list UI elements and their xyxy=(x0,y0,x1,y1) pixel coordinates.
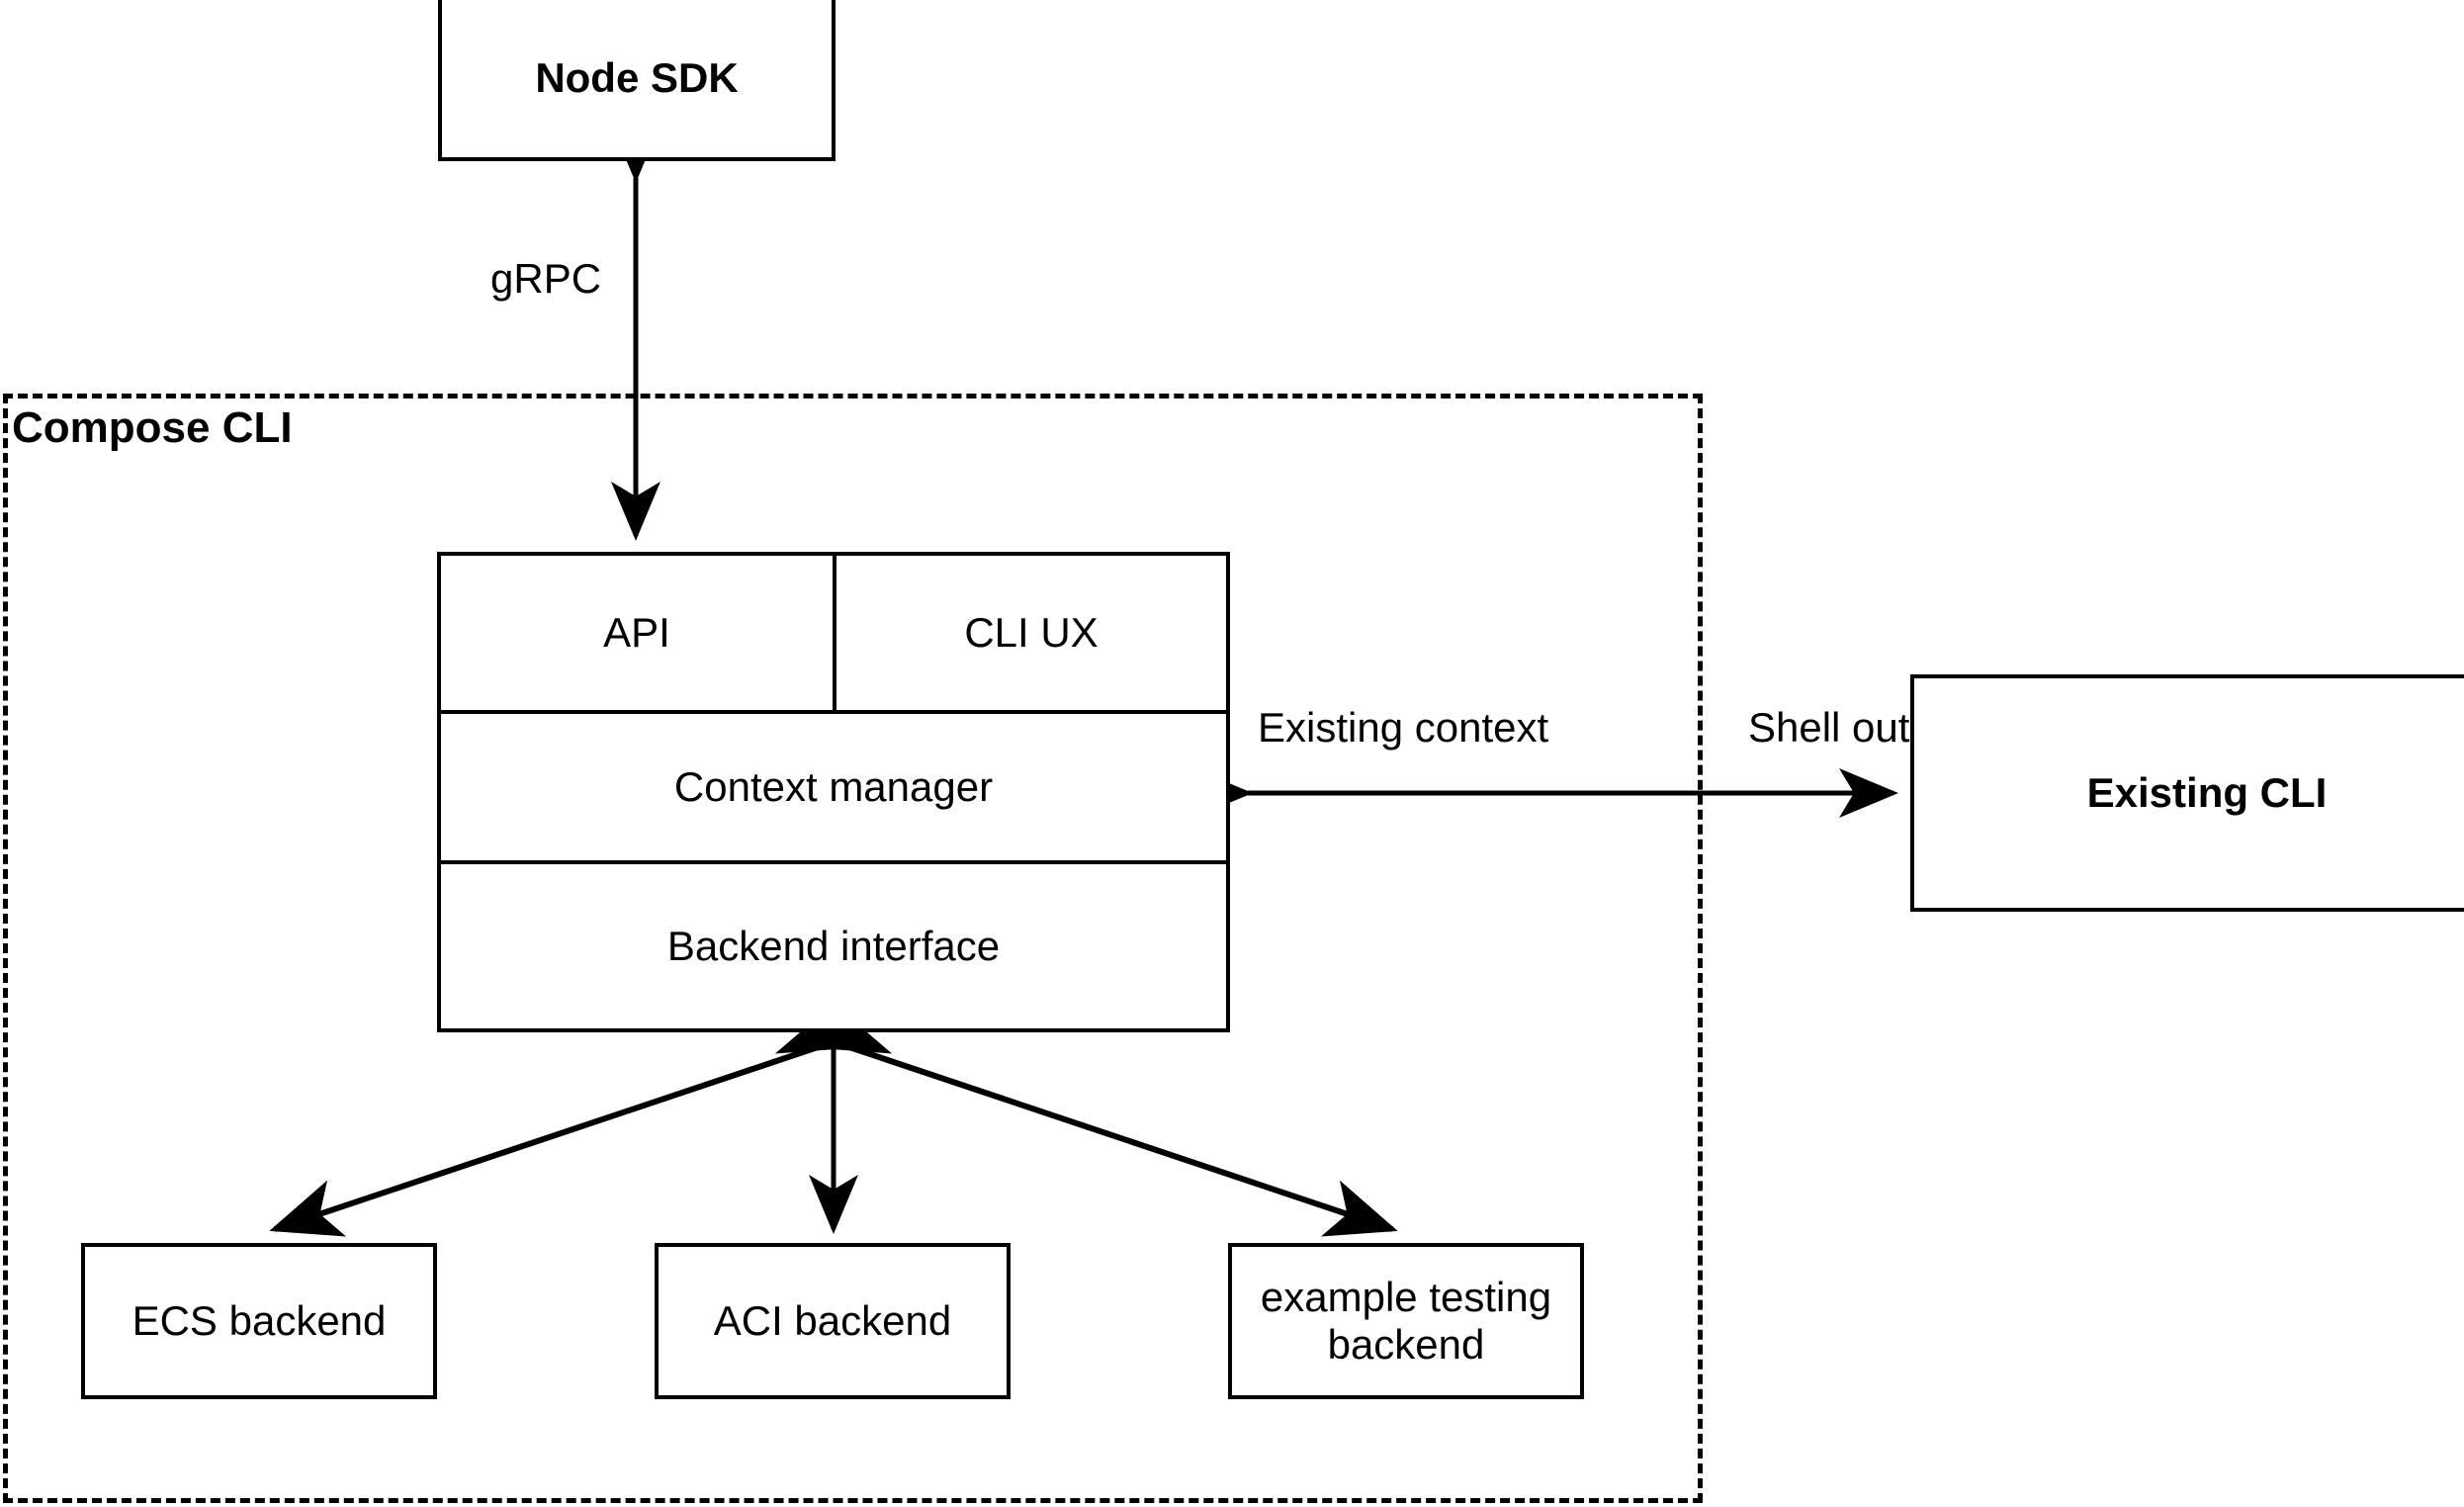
compose-cli-group-label: Compose CLI xyxy=(12,403,293,452)
stack-row-backend-interface: Backend interface xyxy=(441,864,1226,1028)
compose-cli-core-component: API CLI UX Context manager Backend inter… xyxy=(437,552,1230,1032)
node-context-manager[interactable]: Context manager xyxy=(441,714,1226,860)
node-example-testing-backend-line1: example testing xyxy=(1260,1273,1552,1320)
node-example-testing-backend[interactable]: example testing backend xyxy=(1228,1243,1584,1399)
node-ecs-backend[interactable]: ECS backend xyxy=(81,1243,437,1399)
stack-row-context-manager: Context manager xyxy=(441,714,1226,864)
compose-cli-group-boundary xyxy=(3,394,1703,1503)
node-example-testing-backend-label: example testing backend xyxy=(1261,1274,1551,1370)
node-api[interactable]: API xyxy=(441,556,836,710)
edge-label-shell-out: Shell out xyxy=(1744,704,1914,752)
node-existing-cli[interactable]: Existing CLI xyxy=(1910,674,2464,912)
node-node-sdk-label: Node SDK xyxy=(535,54,739,102)
node-node-sdk[interactable]: Node SDK xyxy=(438,0,836,161)
edge-label-grpc: gRPC xyxy=(486,255,606,303)
node-existing-cli-label: Existing CLI xyxy=(2086,768,2328,816)
node-ecs-backend-label: ECS backend xyxy=(132,1296,387,1344)
node-backend-interface[interactable]: Backend interface xyxy=(441,864,1226,1028)
node-api-label: API xyxy=(603,609,670,656)
node-aci-backend-label: ACI backend xyxy=(713,1296,952,1344)
edge-label-existing-context: Existing context xyxy=(1254,704,1553,752)
node-backend-interface-label: Backend interface xyxy=(666,923,1001,969)
stack-row-api: API CLI UX xyxy=(441,556,1226,714)
node-aci-backend[interactable]: ACI backend xyxy=(655,1243,1011,1399)
node-cli-ux[interactable]: CLI UX xyxy=(836,556,1226,710)
node-context-manager-label: Context manager xyxy=(673,763,994,810)
node-example-testing-backend-line2: backend xyxy=(1327,1321,1485,1368)
node-cli-ux-label: CLI UX xyxy=(964,609,1099,656)
